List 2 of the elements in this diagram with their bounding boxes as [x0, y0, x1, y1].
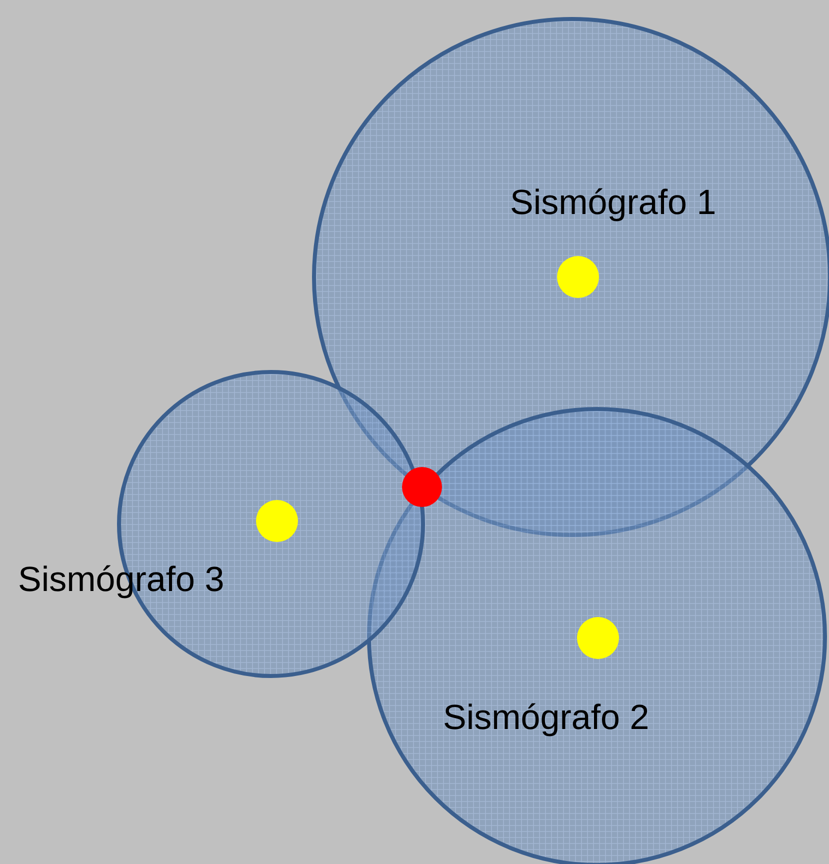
station-label: Sismógrafo 2: [443, 700, 650, 735]
station-label: Sismógrafo 1: [510, 185, 716, 220]
